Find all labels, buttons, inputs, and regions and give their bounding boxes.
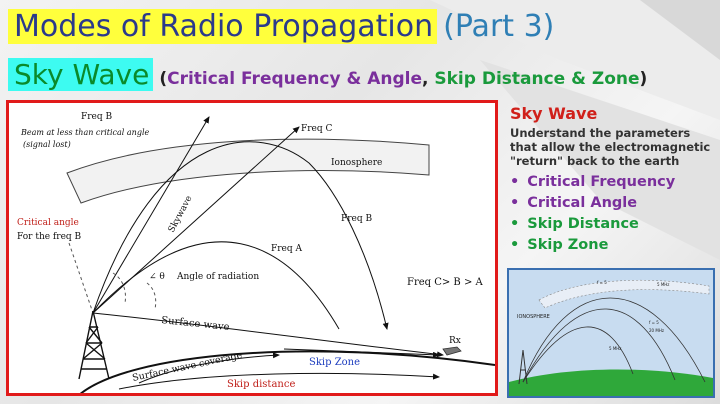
label-angle-radiation: Angle of radiation: [176, 272, 259, 282]
ionosphere-band: [66, 138, 430, 204]
ray-skywave: [92, 141, 389, 330]
item-skip-zone: Skip Zone: [527, 237, 609, 253]
subtitle-main: Sky Wave: [8, 58, 154, 91]
page-title: Modes of Radio Propagation(Part 3): [8, 6, 554, 48]
page-subtitle: Sky Wave(Critical Frequency & Angle, Ski…: [8, 56, 647, 94]
subtitle-part1: Critical Frequency & Angle: [167, 69, 422, 89]
receiver-icon: [442, 346, 462, 356]
label-skip-zone: Skip Zone: [309, 357, 360, 368]
bullet-icon: •: [510, 237, 520, 253]
bullet-icon: •: [510, 195, 520, 211]
inset-ray-2: [522, 308, 676, 383]
label-freq-relation: Freq C> B > A: [407, 277, 484, 288]
label-freq-b-right: Freq B: [341, 214, 372, 224]
label-freq-a: Freq A: [271, 244, 302, 254]
subtitle-part2: Skip Distance & Zone: [434, 69, 640, 89]
inset-canvas: IONOSPHERE f = 5 f = 5 5 MHz 20 MHz 5 MH…: [509, 279, 713, 396]
inset-label-f2: f = 5: [649, 320, 659, 325]
label-freq-b-top: Freq B: [81, 112, 112, 122]
label-signal-lost: (signal lost): [23, 140, 71, 149]
item-skip-distance: Skip Distance: [527, 216, 639, 232]
item-critical-frequency: Critical Frequency: [527, 174, 676, 190]
inset-label-mhz3: 5 MHz: [609, 346, 621, 351]
label-skywave: Skywave: [167, 194, 195, 234]
title-part: (Part 3): [443, 9, 555, 44]
earth-surface: [80, 350, 495, 393]
ray-surface-wave: [92, 312, 444, 358]
transmitter-tower-icon: [78, 310, 110, 380]
list-item: • Critical Angle: [510, 193, 718, 214]
subtitle-comma: ,: [421, 69, 435, 89]
bullet-icon: •: [510, 174, 520, 190]
skip-distance-arrow: [118, 372, 440, 390]
inset-ground: [509, 369, 713, 396]
list-item: • Skip Zone: [510, 235, 718, 256]
label-critical-angle: Critical angle: [17, 218, 79, 228]
inset-label-ionosphere: IONOSPHERE: [517, 314, 550, 320]
skip-zone-arrow: [283, 348, 440, 358]
list-item: • Skip Distance: [510, 214, 718, 235]
sidebar-title: Sky Wave: [510, 104, 598, 123]
inset-diagram: IONOSPHERE f = 5 f = 5 5 MHz 20 MHz 5 MH…: [507, 268, 715, 398]
list-item: • Critical Frequency: [510, 172, 718, 193]
item-critical-angle: Critical Angle: [527, 195, 638, 211]
diagram-canvas: Freq B Beam at less than critical angle …: [17, 112, 495, 393]
title-main: Modes of Radio Propagation: [8, 9, 438, 44]
label-rx: Rx: [449, 336, 461, 346]
parameter-list: • Critical Frequency • Critical Angle • Ski…: [510, 172, 718, 256]
label-skip-distance: Skip distance: [227, 379, 295, 390]
subtitle-close-paren: ): [639, 69, 648, 89]
sky-wave-diagram: Freq B Beam at less than critical angle …: [6, 100, 498, 396]
label-theta: ∠ θ: [149, 272, 165, 282]
sidebar: Sky Wave Understand the parameters that …: [510, 104, 718, 256]
critical-angle-dash: [68, 242, 94, 314]
subtitle-open-paren: (: [159, 69, 168, 89]
inset-ray-3: [522, 326, 634, 383]
label-beam-note: Beam at less than critical angle: [20, 128, 150, 137]
inset-label-f1: f = 5: [597, 280, 607, 285]
inset-label-mhz1: 5 MHz: [657, 282, 669, 287]
inset-ray-1: [522, 297, 706, 383]
label-freq-c: Freq C: [301, 124, 332, 134]
ray-freq-b-lost: [92, 116, 210, 314]
inset-tower-icon: [518, 349, 528, 385]
surface-coverage-arrow: [138, 352, 280, 384]
angle-arc: [112, 272, 126, 304]
inset-ionosphere-band: [538, 279, 710, 309]
label-for-freq-b: For the freq B: [17, 232, 82, 242]
label-surface-wave: Surface wave: [161, 315, 230, 333]
bullet-icon: •: [510, 216, 520, 232]
label-ionosphere: Ionosphere: [331, 158, 382, 168]
sidebar-description: Understand the parameters that allow the…: [510, 126, 711, 168]
ray-freq-a: [92, 241, 340, 330]
inset-label-mhz2: 20 MHz: [649, 328, 664, 333]
radiation-angle-arc: [146, 282, 157, 310]
